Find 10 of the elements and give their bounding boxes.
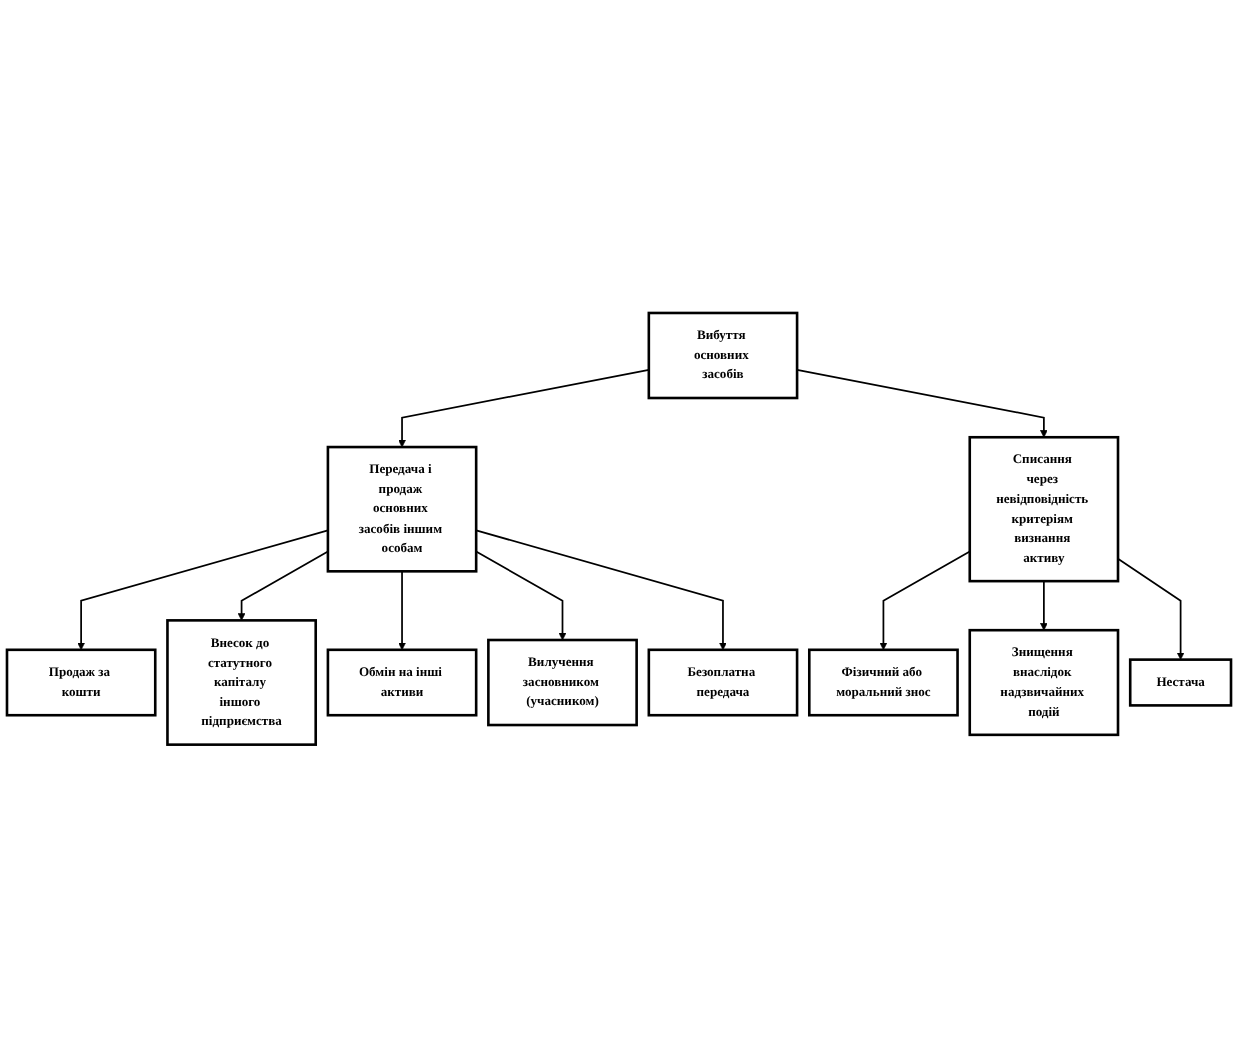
- arrow: [237, 550, 329, 621]
- arrow: [1117, 558, 1185, 661]
- arrow: [398, 369, 650, 448]
- arrow: [1040, 580, 1048, 631]
- arrow: [475, 550, 567, 641]
- arrow: [796, 369, 1048, 438]
- arrow: [879, 550, 971, 651]
- arrow: [77, 529, 329, 651]
- arrow: [398, 570, 406, 651]
- arrow: [475, 529, 727, 651]
